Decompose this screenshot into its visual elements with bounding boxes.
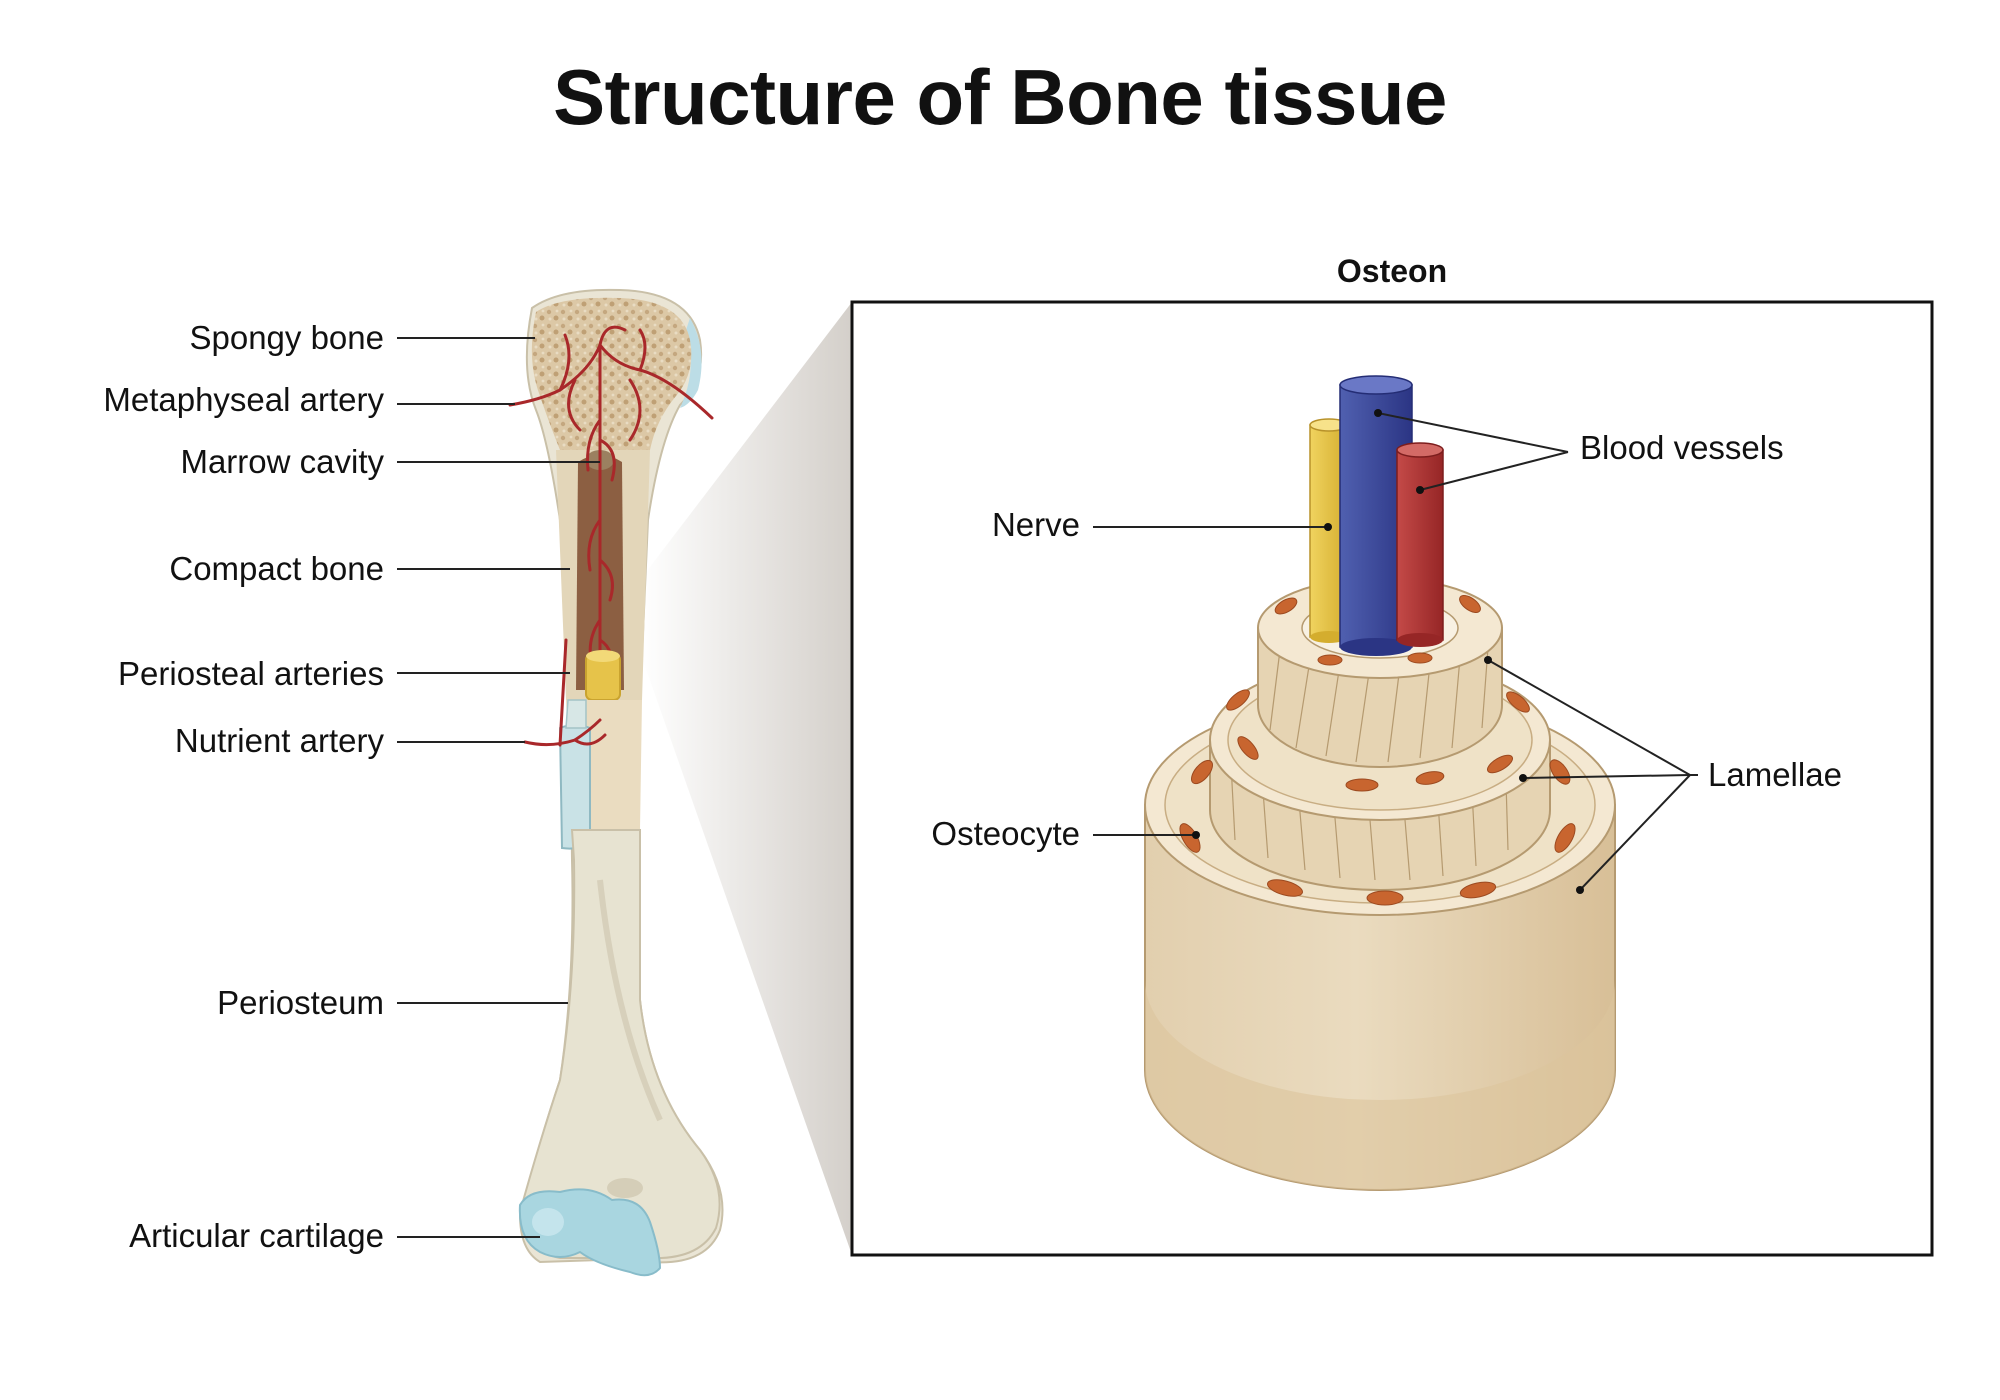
label-lamellae: Lamellae — [1708, 756, 1842, 793]
spongy-bone-region — [531, 297, 692, 450]
label-periosteum: Periosteum — [217, 984, 384, 1021]
label-spongy-bone: Spongy bone — [189, 319, 384, 356]
label-compact-bone: Compact bone — [169, 550, 384, 587]
label-periosteal-arteries: Periosteal arteries — [118, 655, 384, 692]
label-nutrient-artery: Nutrient artery — [175, 722, 385, 759]
osteon-illustration — [1144, 375, 1616, 1191]
bone-leaders — [397, 337, 600, 1238]
label-nerve: Nerve — [992, 506, 1080, 543]
label-marrow-cavity: Marrow cavity — [180, 443, 384, 480]
label-blood-vessels: Blood vessels — [1580, 429, 1784, 466]
osteon-heading: Osteon — [1337, 253, 1447, 289]
zoom-wedge — [640, 302, 852, 1255]
page-title: Structure of Bone tissue — [553, 53, 1447, 141]
label-osteocyte: Osteocyte — [931, 815, 1080, 852]
long-bone — [508, 288, 724, 1277]
osteon-leaders — [1093, 409, 1698, 894]
blood-vessel-artery — [1396, 442, 1444, 647]
label-articular-cartilage: Articular cartilage — [129, 1217, 384, 1254]
label-metaphyseal-artery: Metaphyseal artery — [103, 381, 384, 418]
